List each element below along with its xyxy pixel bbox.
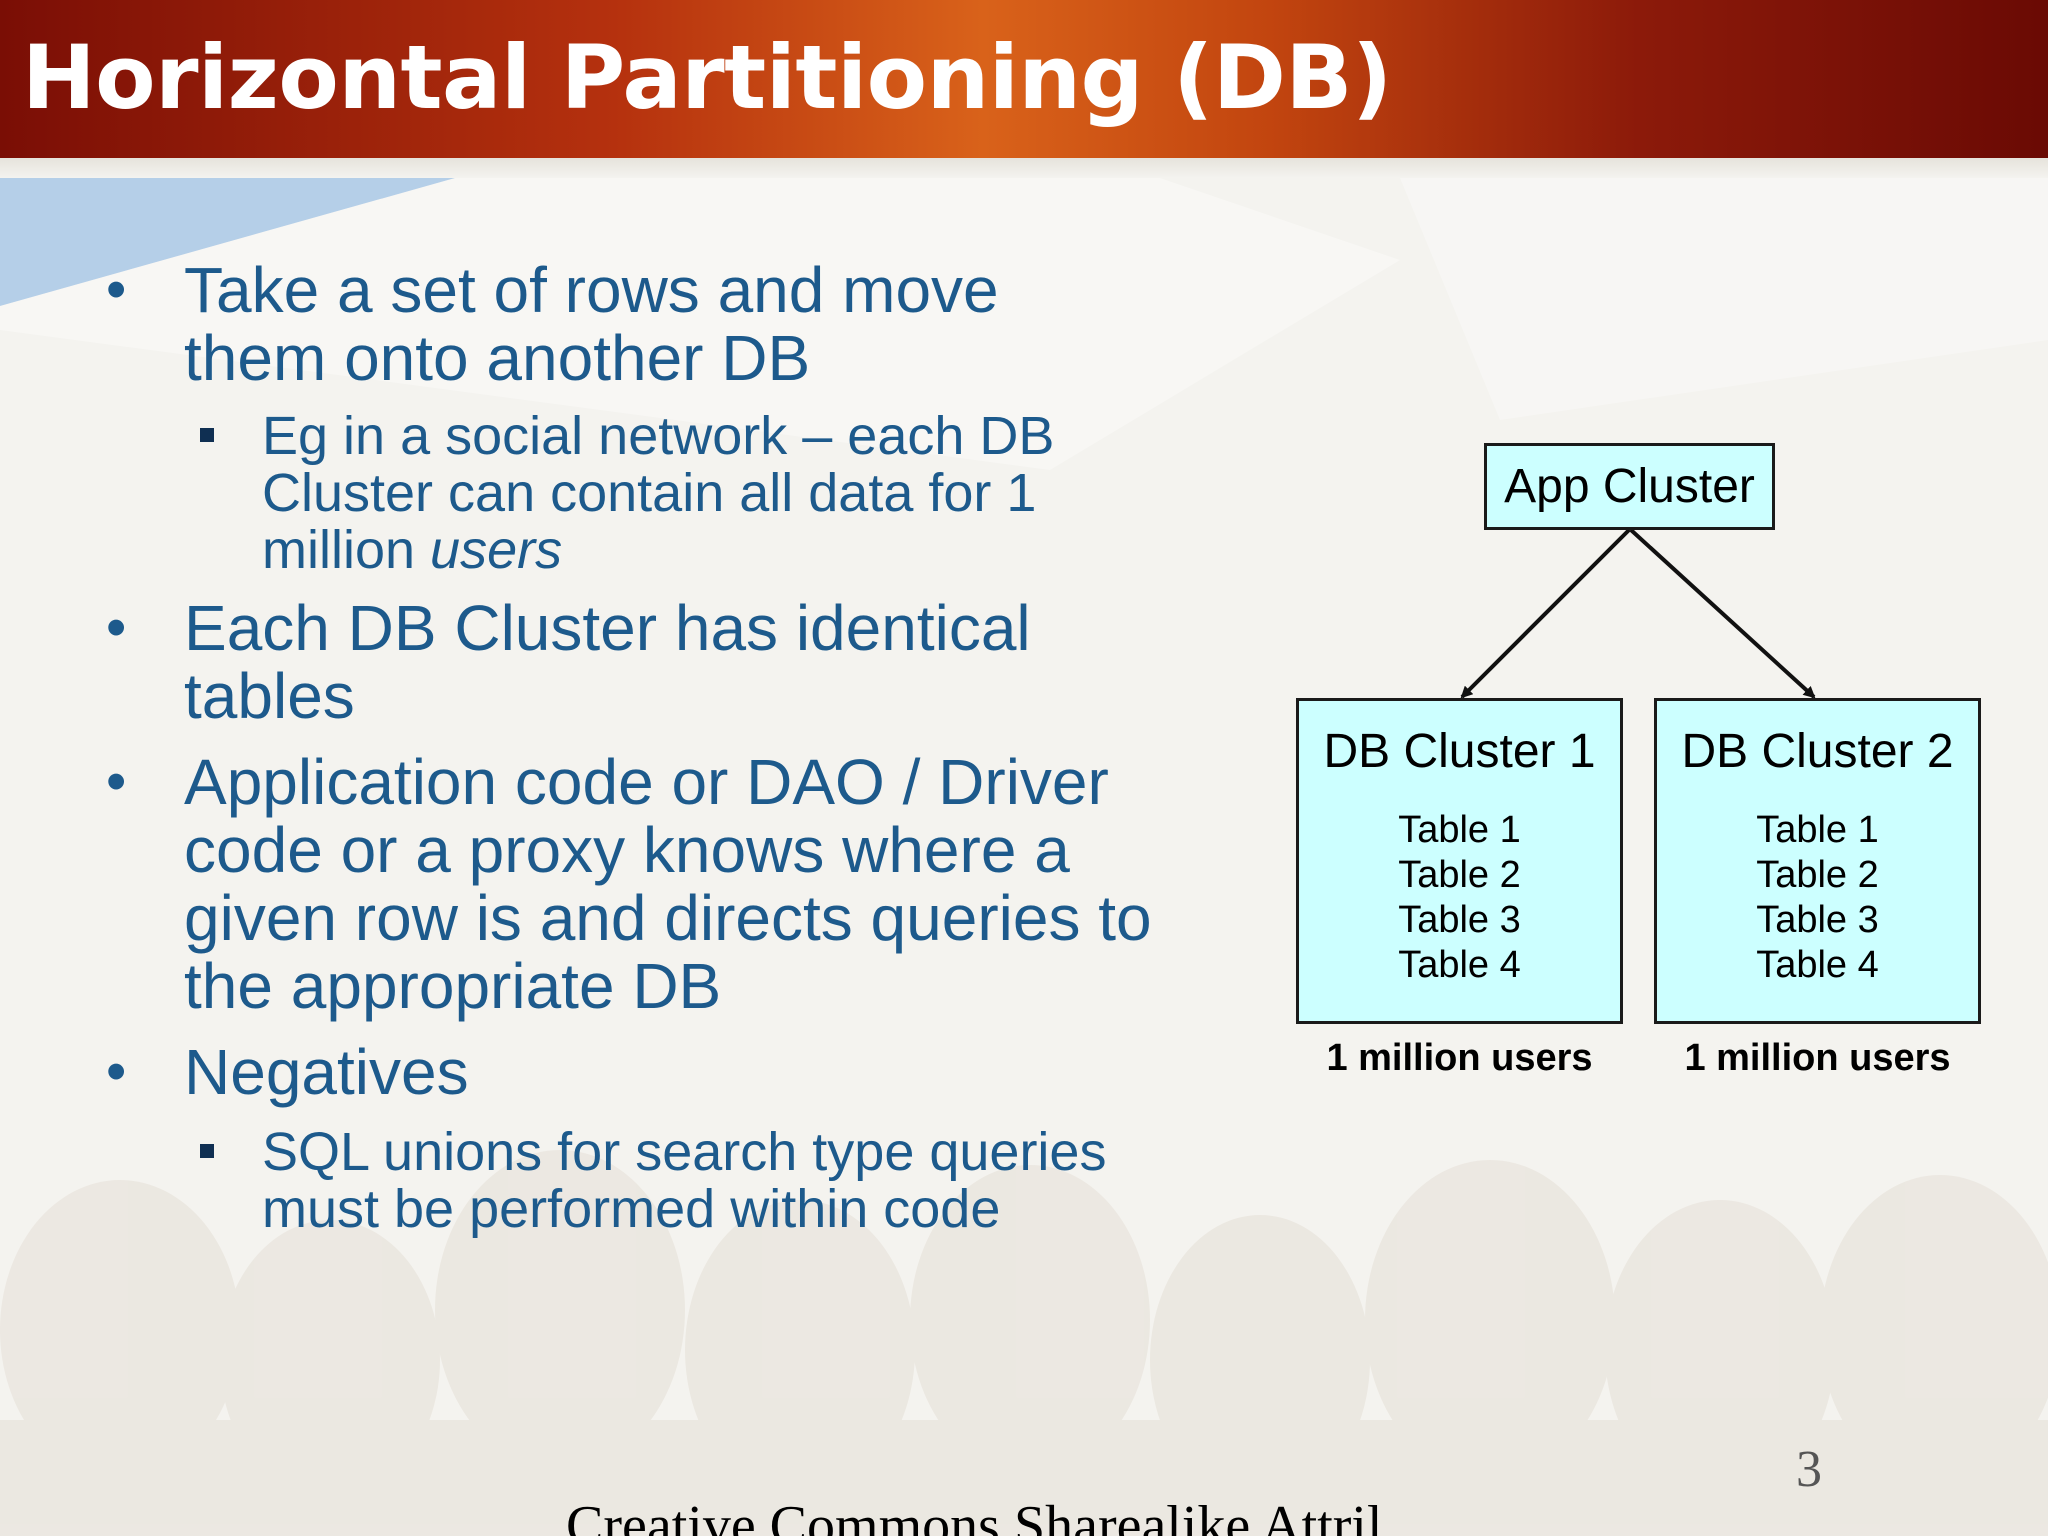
bullet-line: Each DB Cluster has identical — [184, 592, 1031, 664]
db-cluster-label: DB Cluster 1 — [1323, 725, 1596, 778]
table-item: Table 2 — [1756, 854, 1879, 896]
title-bar: Horizontal Partitioning (DB) — [0, 0, 2048, 178]
bullet-line: code or a proxy knows where a — [184, 814, 1070, 886]
bullet-line: Negatives — [184, 1036, 469, 1108]
bullet-dot-icon: • — [106, 1039, 127, 1104]
users-label: 1 million users — [1326, 1037, 1593, 1079]
db-cluster-label: DB Cluster 2 — [1681, 725, 1954, 778]
table-item: Table 1 — [1756, 809, 1879, 851]
table-item: Table 4 — [1756, 944, 1879, 986]
sub-bullet-item: Eg in a social network – each DB Cluster… — [200, 406, 1055, 579]
table-item: Table 1 — [1398, 809, 1521, 851]
table-list: Table 1 Table 2 Table 3 Table 4 — [1299, 808, 1620, 988]
app-cluster-box: App Cluster — [1484, 443, 1775, 530]
square-bullet-icon — [200, 428, 214, 442]
bullet-dot-icon: • — [106, 595, 127, 660]
db-cluster-2-box: DB Cluster 2 Table 1 Table 2 Table 3 Tab… — [1654, 698, 1981, 1024]
bullet-line: the appropriate DB — [184, 950, 722, 1022]
app-cluster-label: App Cluster — [1504, 460, 1755, 513]
bullet-item: • Each DB Cluster has identical tables — [106, 592, 1031, 732]
bullet-line: Application code or DAO / Driver — [184, 746, 1109, 818]
emphasis-text: users — [430, 520, 563, 580]
bullet-line: tables — [184, 660, 355, 732]
sub-bullet-line: SQL unions for search type queries — [262, 1122, 1107, 1182]
bullet-line: them onto another DB — [184, 322, 811, 394]
table-item: Table 3 — [1756, 899, 1879, 941]
slide-title: Horizontal Partitioning (DB) — [22, 26, 1392, 129]
users-label: 1 million users — [1684, 1037, 1951, 1079]
bullet-item: • Negatives — [106, 1036, 469, 1108]
bullet-item: • Take a set of rows and move them onto … — [106, 254, 999, 394]
license-footer: Creative Commons Sharealike Attril — [566, 1495, 1383, 1536]
sub-bullet-line: Eg in a social network – each DB — [262, 406, 1055, 466]
bullet-line: given row is and directs queries to — [184, 882, 1152, 954]
square-bullet-icon — [200, 1144, 214, 1158]
table-list: Table 1 Table 2 Table 3 Table 4 — [1657, 808, 1978, 988]
db-cluster-1-box: DB Cluster 1 Table 1 Table 2 Table 3 Tab… — [1296, 698, 1623, 1024]
sub-bullet-text: million — [262, 520, 431, 580]
table-item: Table 4 — [1398, 944, 1521, 986]
sub-bullet-line: million users — [262, 522, 1054, 579]
bullet-line: Take a set of rows and move — [184, 254, 999, 326]
table-item: Table 3 — [1398, 899, 1521, 941]
page-number: 3 — [1796, 1441, 1822, 1498]
bullet-dot-icon: • — [106, 749, 127, 814]
sub-bullet-line: Cluster can contain all data for 1 — [262, 463, 1037, 523]
table-item: Table 2 — [1398, 854, 1521, 896]
bullet-dot-icon: • — [106, 257, 127, 322]
sub-bullet-line: must be performed within code — [262, 1179, 1001, 1239]
bullet-item: • Application code or DAO / Driver code … — [106, 746, 1152, 1022]
sub-bullet-item: SQL unions for search type queries must … — [200, 1122, 1107, 1239]
